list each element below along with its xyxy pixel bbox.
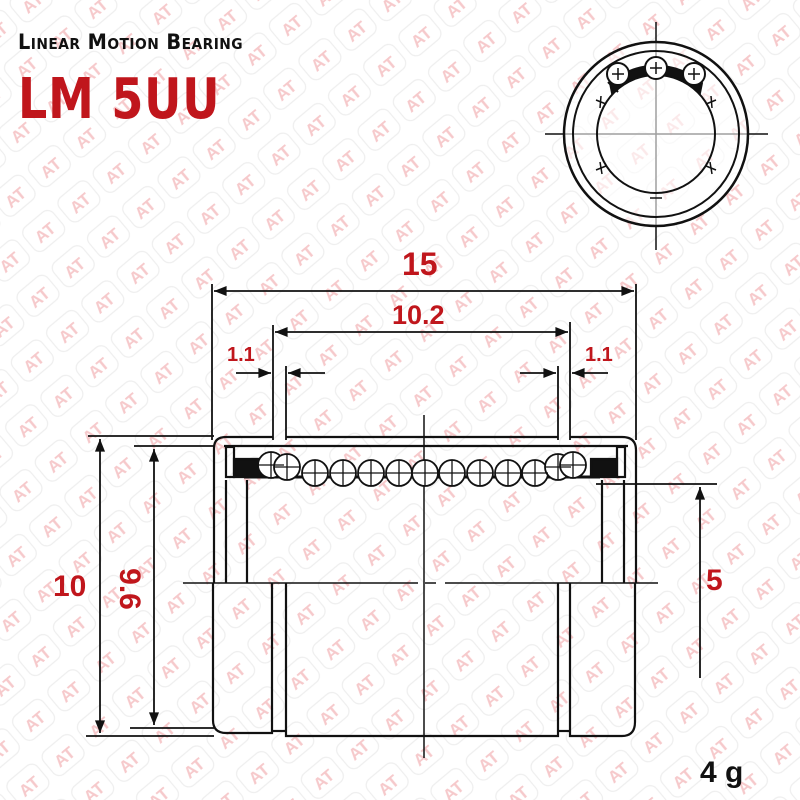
dim-groove-diameter: 9.6 (112, 568, 146, 610)
dim-groove-span: 10.2 (392, 300, 445, 330)
dim-inner-radius: 5 (706, 564, 723, 597)
ball-row (257, 451, 587, 487)
dim-groove-width-right: 1.1 (585, 344, 613, 366)
dim-outer-diameter: 10 (53, 570, 87, 603)
dim-groove-width-left: 1.1 (227, 344, 255, 366)
weight-label: 4 g (700, 756, 744, 789)
product-category: Linear Motion Bearing (18, 30, 244, 54)
dim-overall-length: 15 (402, 246, 438, 282)
end-view (545, 22, 768, 250)
model-name: LM 5UU (18, 67, 221, 132)
side-outer-view (211, 583, 637, 738)
dimension-lines (86, 284, 717, 758)
